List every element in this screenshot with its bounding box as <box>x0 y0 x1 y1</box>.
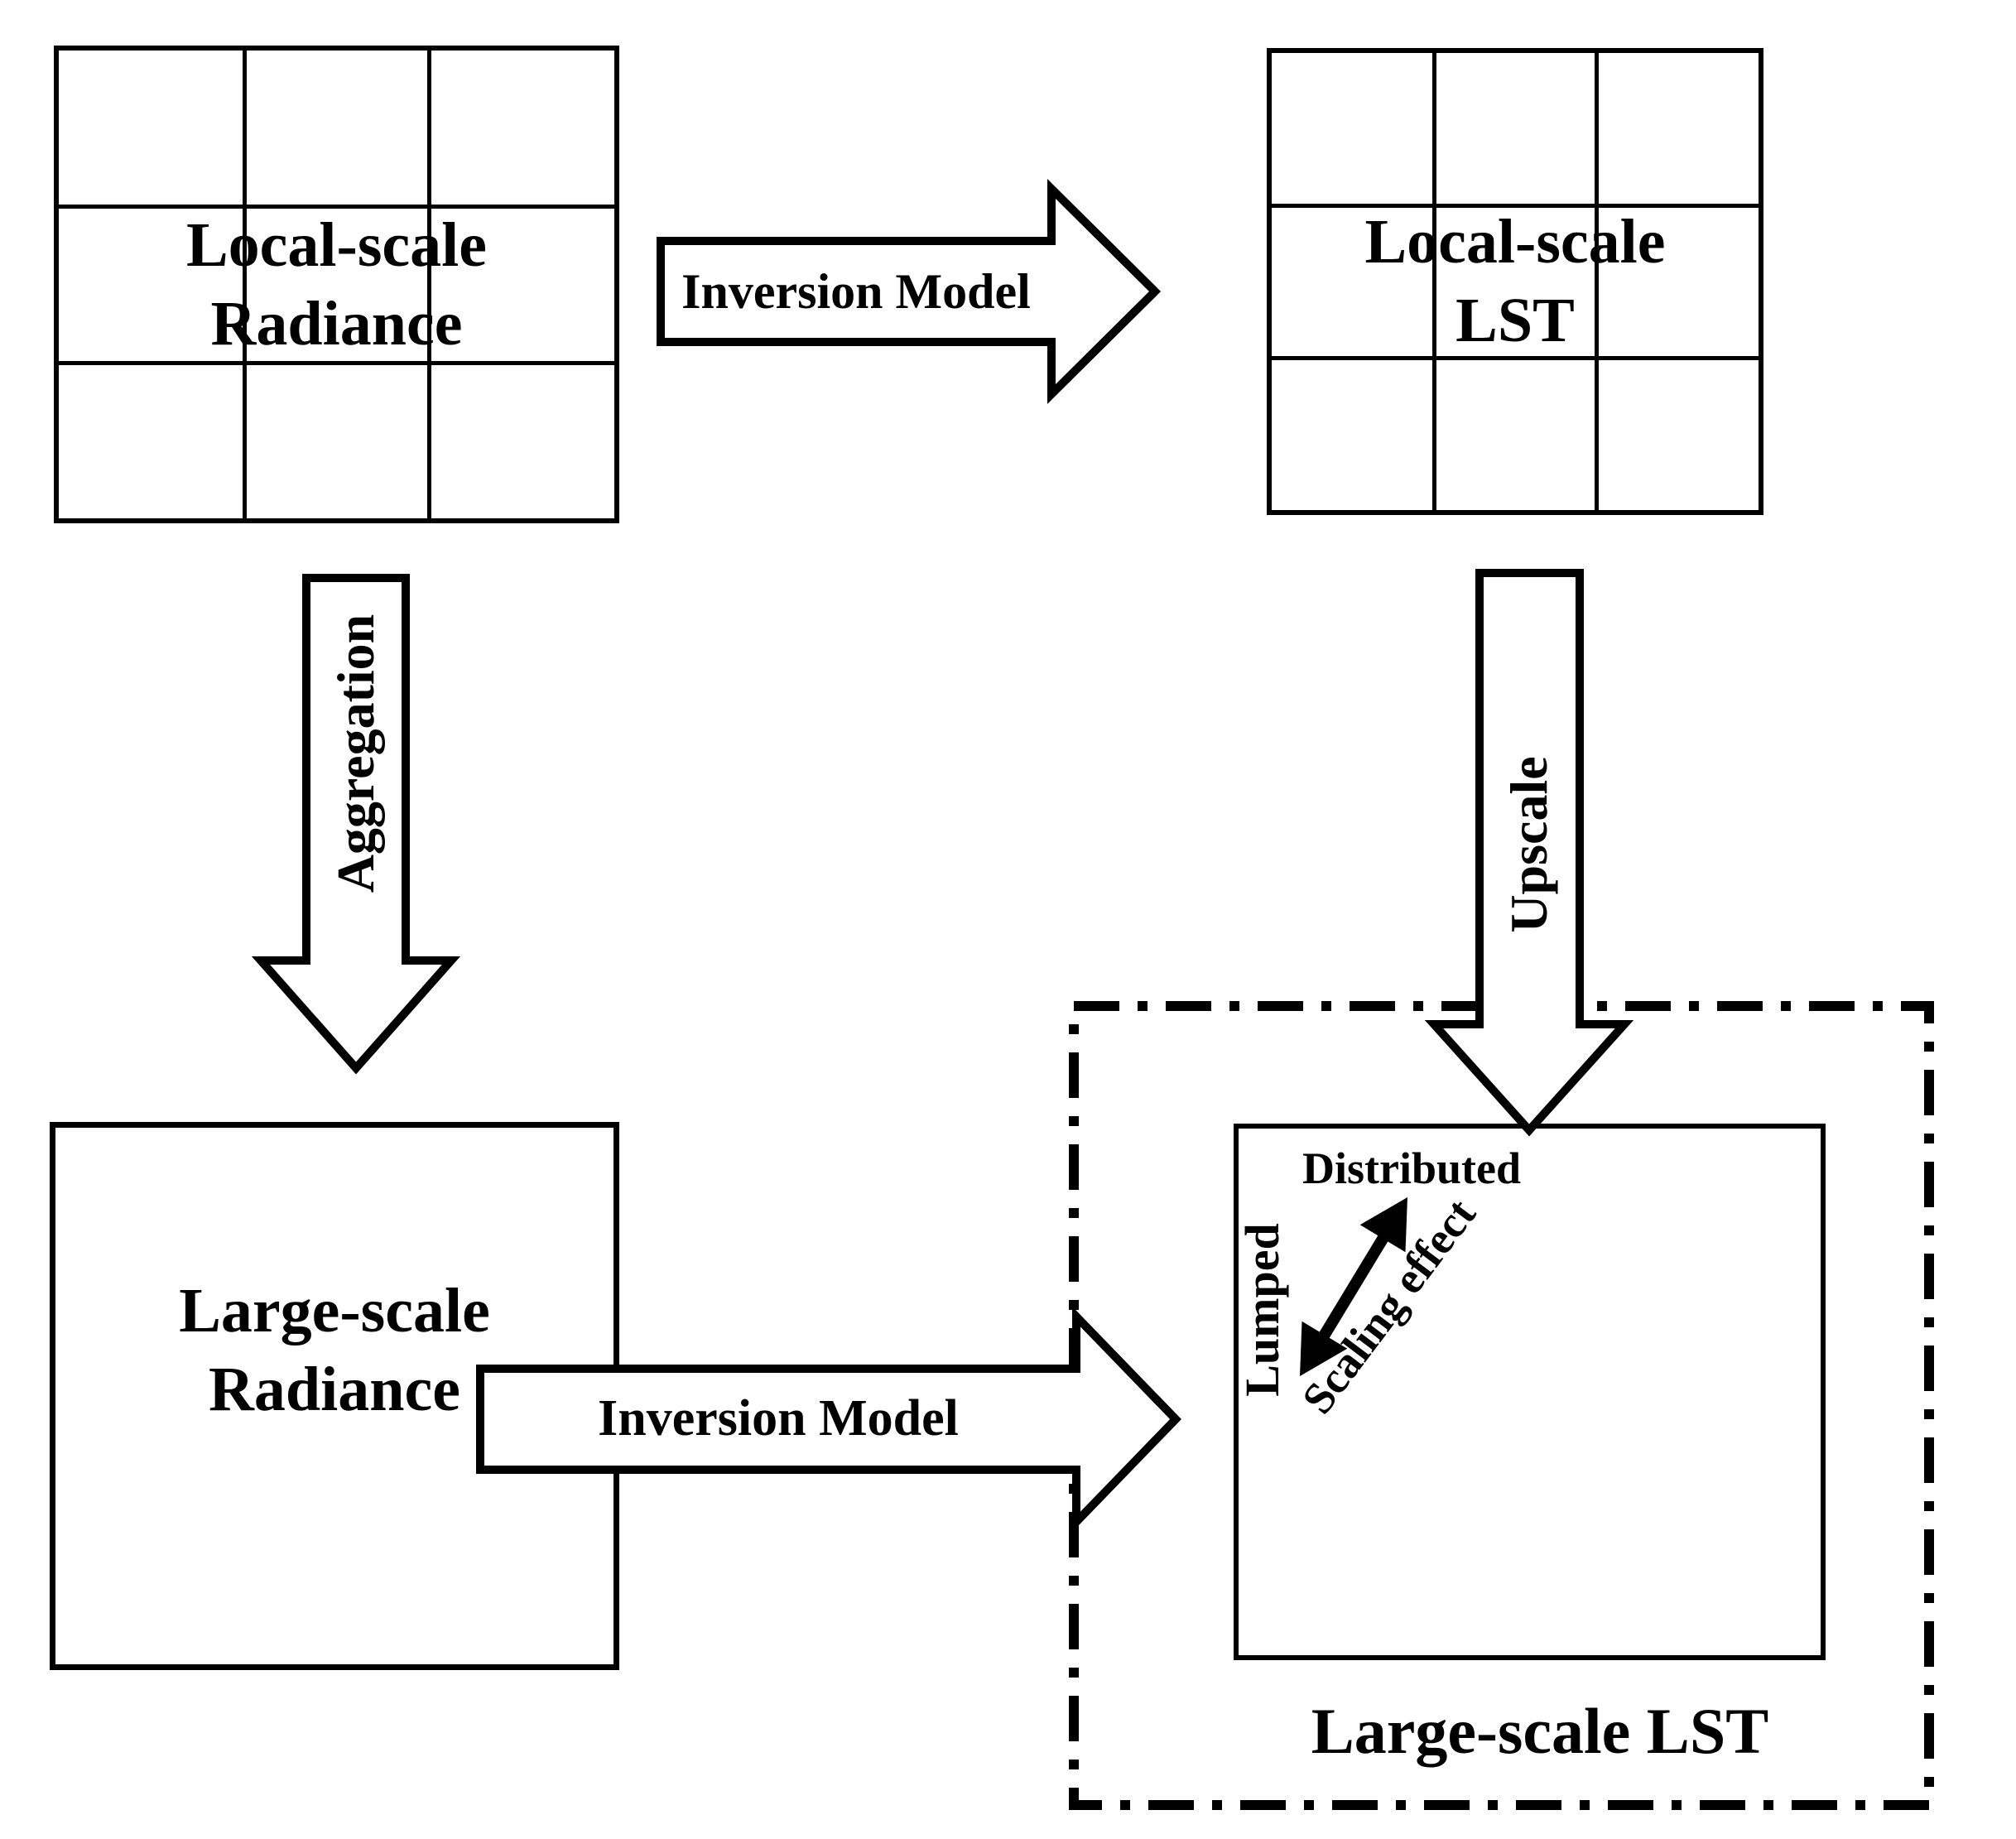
label-line: Local-scale <box>185 209 487 280</box>
local-scale-lst-grid <box>1267 48 1763 515</box>
grid-line <box>1272 355 1759 360</box>
label-line: Inversion Model <box>681 263 1031 319</box>
grid-line <box>59 205 614 209</box>
aggregation-label: Aggregation <box>326 614 385 893</box>
grid-line <box>1594 53 1599 510</box>
label-line: Local-scale <box>1364 207 1666 277</box>
inversion-model-bottom-label: Inversion Model <box>480 1369 1076 1470</box>
label-line: Large-scale <box>179 1276 490 1346</box>
upscale-label: Upscale <box>1499 756 1558 933</box>
label-line: Inversion Model <box>598 1390 959 1447</box>
local-scale-radiance-label: Local-scale Radiance <box>54 46 619 523</box>
lumped-label: Lumped <box>1234 1223 1289 1397</box>
grid-line <box>1272 203 1759 208</box>
local-scale-radiance-grid <box>54 46 619 523</box>
grid-line <box>59 360 614 365</box>
grid-line <box>1431 53 1436 510</box>
grid-line <box>427 51 432 518</box>
label-line: Radiance <box>210 288 463 359</box>
large-scale-radiance-label: Large-scale Radiance <box>50 1076 619 1625</box>
distributed-label: Distributed <box>1301 1143 1521 1193</box>
local-scale-lst-label: Local-scale LST <box>1267 48 1763 515</box>
inversion-model-top-label: Inversion Model <box>661 241 1051 342</box>
large-scale-lst-label: Large-scale LST <box>1311 1695 1769 1767</box>
grid-line <box>242 51 247 518</box>
label-line: Radiance <box>209 1355 460 1424</box>
label-line: LST <box>1455 286 1575 355</box>
